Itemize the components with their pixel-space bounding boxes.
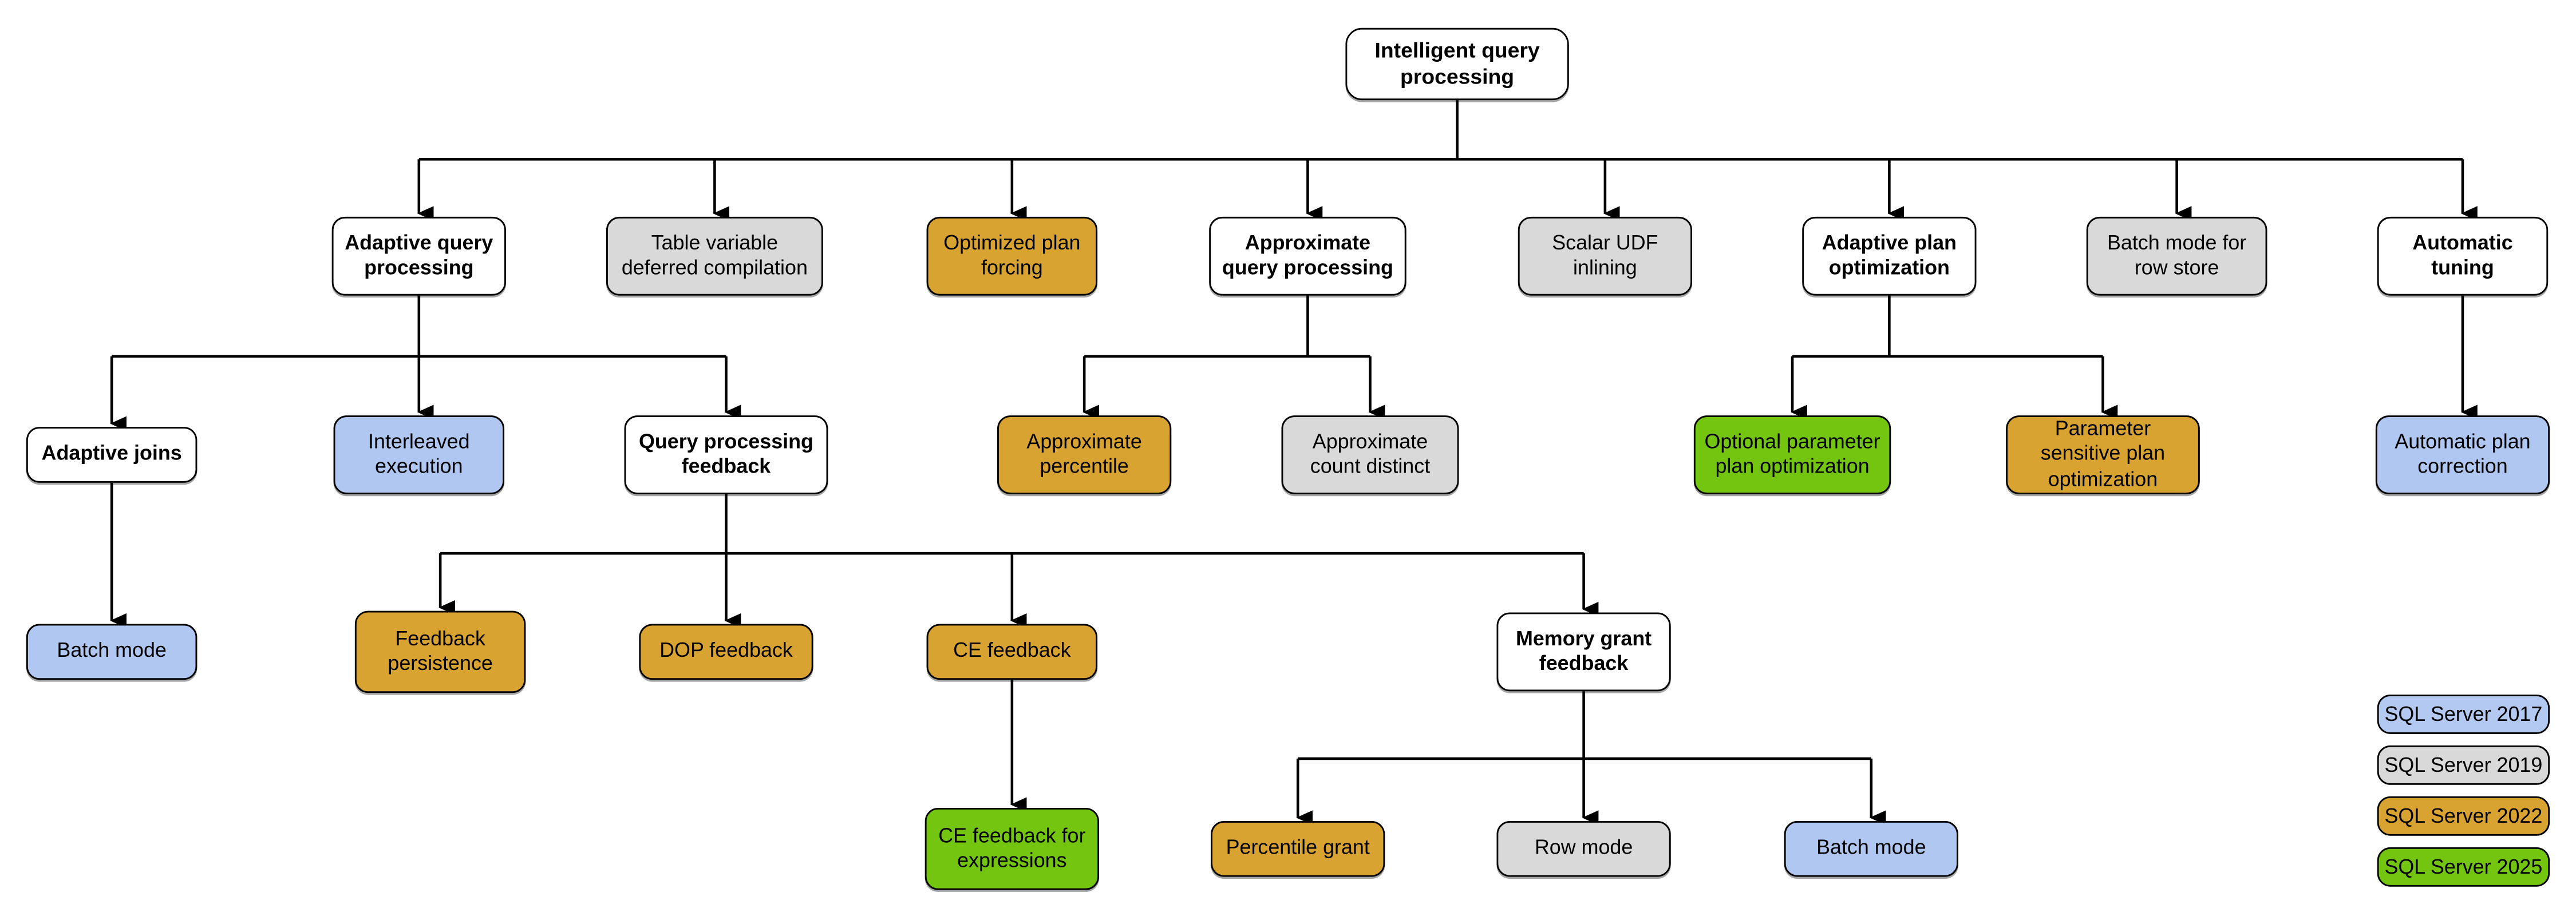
node-automatic-tuning: Automatic tuning bbox=[2377, 216, 2549, 296]
node-dop-feedback: DOP feedback bbox=[639, 624, 813, 680]
node-approximate-percentile: Approximate percentile bbox=[997, 415, 1172, 494]
node-query-processing-feedback: Query processing feedback bbox=[624, 415, 828, 494]
node-optimized-plan-forcing: Optimized plan forcing bbox=[926, 216, 1098, 296]
node-batch-mode-for-row-store: Batch mode for row store bbox=[2086, 216, 2267, 296]
node-memory-grant-feedback: Memory grant feedback bbox=[1496, 612, 1671, 692]
node-scalar-udf-inlining: Scalar UDF inlining bbox=[1518, 216, 1692, 296]
node-batch-mode-under-memory-grant: Batch mode bbox=[1784, 820, 1958, 877]
node-ce-feedback-for-expressions: CE feedback for expressions bbox=[924, 807, 1099, 890]
node-interleaved-execution: Interleaved execution bbox=[333, 415, 505, 494]
legend-item-sql-server-2022: SQL Server 2022 bbox=[2377, 796, 2550, 836]
node-percentile-grant: Percentile grant bbox=[1211, 820, 1385, 877]
node-row-mode: Row mode bbox=[1496, 820, 1671, 877]
node-ce-feedback: CE feedback bbox=[926, 624, 1098, 680]
node-automatic-plan-correction: Automatic plan correction bbox=[2375, 415, 2550, 494]
node-batch-mode-under-adaptive-joins: Batch mode bbox=[26, 624, 197, 680]
node-parameter-sensitive-plan-optimization: Parameter sensitive plan optimization bbox=[2006, 415, 2200, 494]
node-adaptive-query-processing: Adaptive query processing bbox=[331, 216, 506, 296]
node-approximate-count-distinct: Approximate count distinct bbox=[1281, 415, 1459, 494]
node-optional-parameter-plan-optimization: Optional parameter plan optimization bbox=[1693, 415, 1891, 494]
legend-item-sql-server-2019: SQL Server 2019 bbox=[2377, 745, 2550, 785]
node-adaptive-plan-optimization: Adaptive plan optimization bbox=[1802, 216, 1977, 296]
node-adaptive-joins: Adaptive joins bbox=[26, 427, 197, 483]
node-intelligent-query-processing: Intelligent query processing bbox=[1345, 27, 1569, 101]
legend-item-sql-server-2025: SQL Server 2025 bbox=[2377, 847, 2550, 887]
node-table-variable-deferred-compilation: Table variable deferred compilation bbox=[606, 216, 823, 296]
legend-item-sql-server-2017: SQL Server 2017 bbox=[2377, 694, 2550, 734]
node-approximate-query-processing: Approximate query processing bbox=[1209, 216, 1406, 296]
node-feedback-persistence: Feedback persistence bbox=[354, 610, 526, 693]
